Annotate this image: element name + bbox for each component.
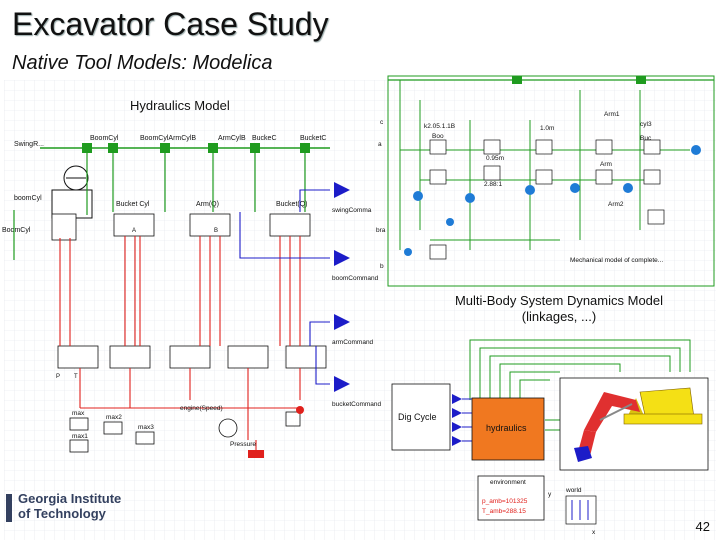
engine-label: engine(Speed) — [180, 405, 223, 412]
hydraulics-model-label: Hydraulics Model — [130, 98, 230, 113]
hyd-top-label: SwingR... — [14, 141, 44, 148]
port-label: B — [214, 228, 218, 234]
mech-value: k2.05.1.1B — [424, 123, 455, 130]
mechanical-model: k2.05.1.1B 0.95m 2.88:1 1.0m Arm1 Arm2 c… — [376, 75, 715, 287]
logo-line2: of Technology — [18, 506, 106, 521]
mech-label: Arm — [600, 161, 612, 168]
excavator-graphic — [574, 387, 703, 462]
command-label: swingComma — [332, 207, 372, 214]
axis-x-label: x — [592, 529, 596, 536]
mbs-label-line1: Multi-Body System Dynamics Model — [454, 293, 664, 308]
port-label: A — [132, 228, 136, 234]
slide-subtitle: Native Tool Models: Modelica — [12, 52, 273, 74]
hyd-mid-label: Bucket Cyl — [116, 201, 150, 208]
max-label: max1 — [72, 433, 88, 440]
max-label: max3 — [138, 424, 154, 431]
hyd-top-label: BucketC — [300, 135, 326, 142]
slide-title: Excavator Case Study — [12, 6, 329, 42]
max-label: max2 — [106, 414, 122, 421]
mech-label: Buc — [640, 135, 652, 142]
logo-line1: Georgia Institute — [18, 491, 122, 506]
mech-label: b — [380, 263, 384, 270]
gt-logo-icon — [6, 494, 12, 522]
mech-label: Boo — [432, 133, 444, 140]
hydraulics-block-label: hydraulics — [486, 423, 527, 433]
max-label: max — [72, 410, 85, 417]
mech-label: Arm2 — [608, 201, 624, 208]
hyd-left-label: boomCyl — [14, 195, 42, 202]
mbs-model: Dig Cycle hydraulics environment p_amb=1… — [391, 339, 709, 536]
t-amb-label: T_amb=288.15 — [482, 508, 526, 515]
hyd-mid-label: Arm(Q) — [196, 201, 219, 208]
pressure-label: Pressure — [230, 441, 256, 448]
page-number: 42 — [695, 519, 710, 534]
hydraulics-model: SwingR... BoomCyl BoomCylArmCylB ArmCylB… — [2, 135, 382, 458]
mbs-model-label: Multi-Body System Dynamics Model (linkag… — [428, 293, 690, 325]
georgia-tech-logo: Georgia Institute of Technology — [4, 492, 144, 532]
environment-label: environment — [490, 479, 526, 486]
p-amb-label: p_amb=101325 — [482, 498, 528, 505]
world-label: world — [565, 487, 582, 494]
mech-label: cyl3 — [640, 121, 652, 128]
mech-label: Mechanical model of complete... — [570, 257, 663, 264]
dig-cycle-label: Dig Cycle — [398, 412, 437, 422]
mech-label: Arm1 — [604, 111, 620, 118]
mech-value: 0.95m — [486, 155, 504, 162]
port-label: P — [56, 374, 60, 380]
hyd-top-label: ArmCylB — [218, 135, 246, 142]
axis-y-label: y — [548, 491, 552, 498]
hyd-top-label: BuckeC — [252, 135, 277, 142]
command-label: armCommand — [332, 339, 374, 346]
mech-label: c — [380, 119, 384, 126]
mech-label: a — [378, 141, 382, 148]
hyd-top-label: BoomCyl — [90, 135, 119, 142]
mbs-label-line2: (linkages, ...) — [521, 309, 597, 324]
command-label: boomCommand — [332, 275, 379, 282]
port-label: T — [74, 374, 78, 380]
hyd-top-label: BoomCylArmCylB — [140, 135, 196, 142]
hyd-mid-label: Bucket(Q) — [276, 201, 308, 208]
hyd-left-label: BoomCyl — [2, 227, 31, 234]
mech-value: 2.88:1 — [484, 181, 502, 188]
command-label: bucketCommand — [332, 401, 382, 408]
mech-label: bra — [376, 227, 386, 234]
mech-value: 1.0m — [540, 125, 554, 132]
